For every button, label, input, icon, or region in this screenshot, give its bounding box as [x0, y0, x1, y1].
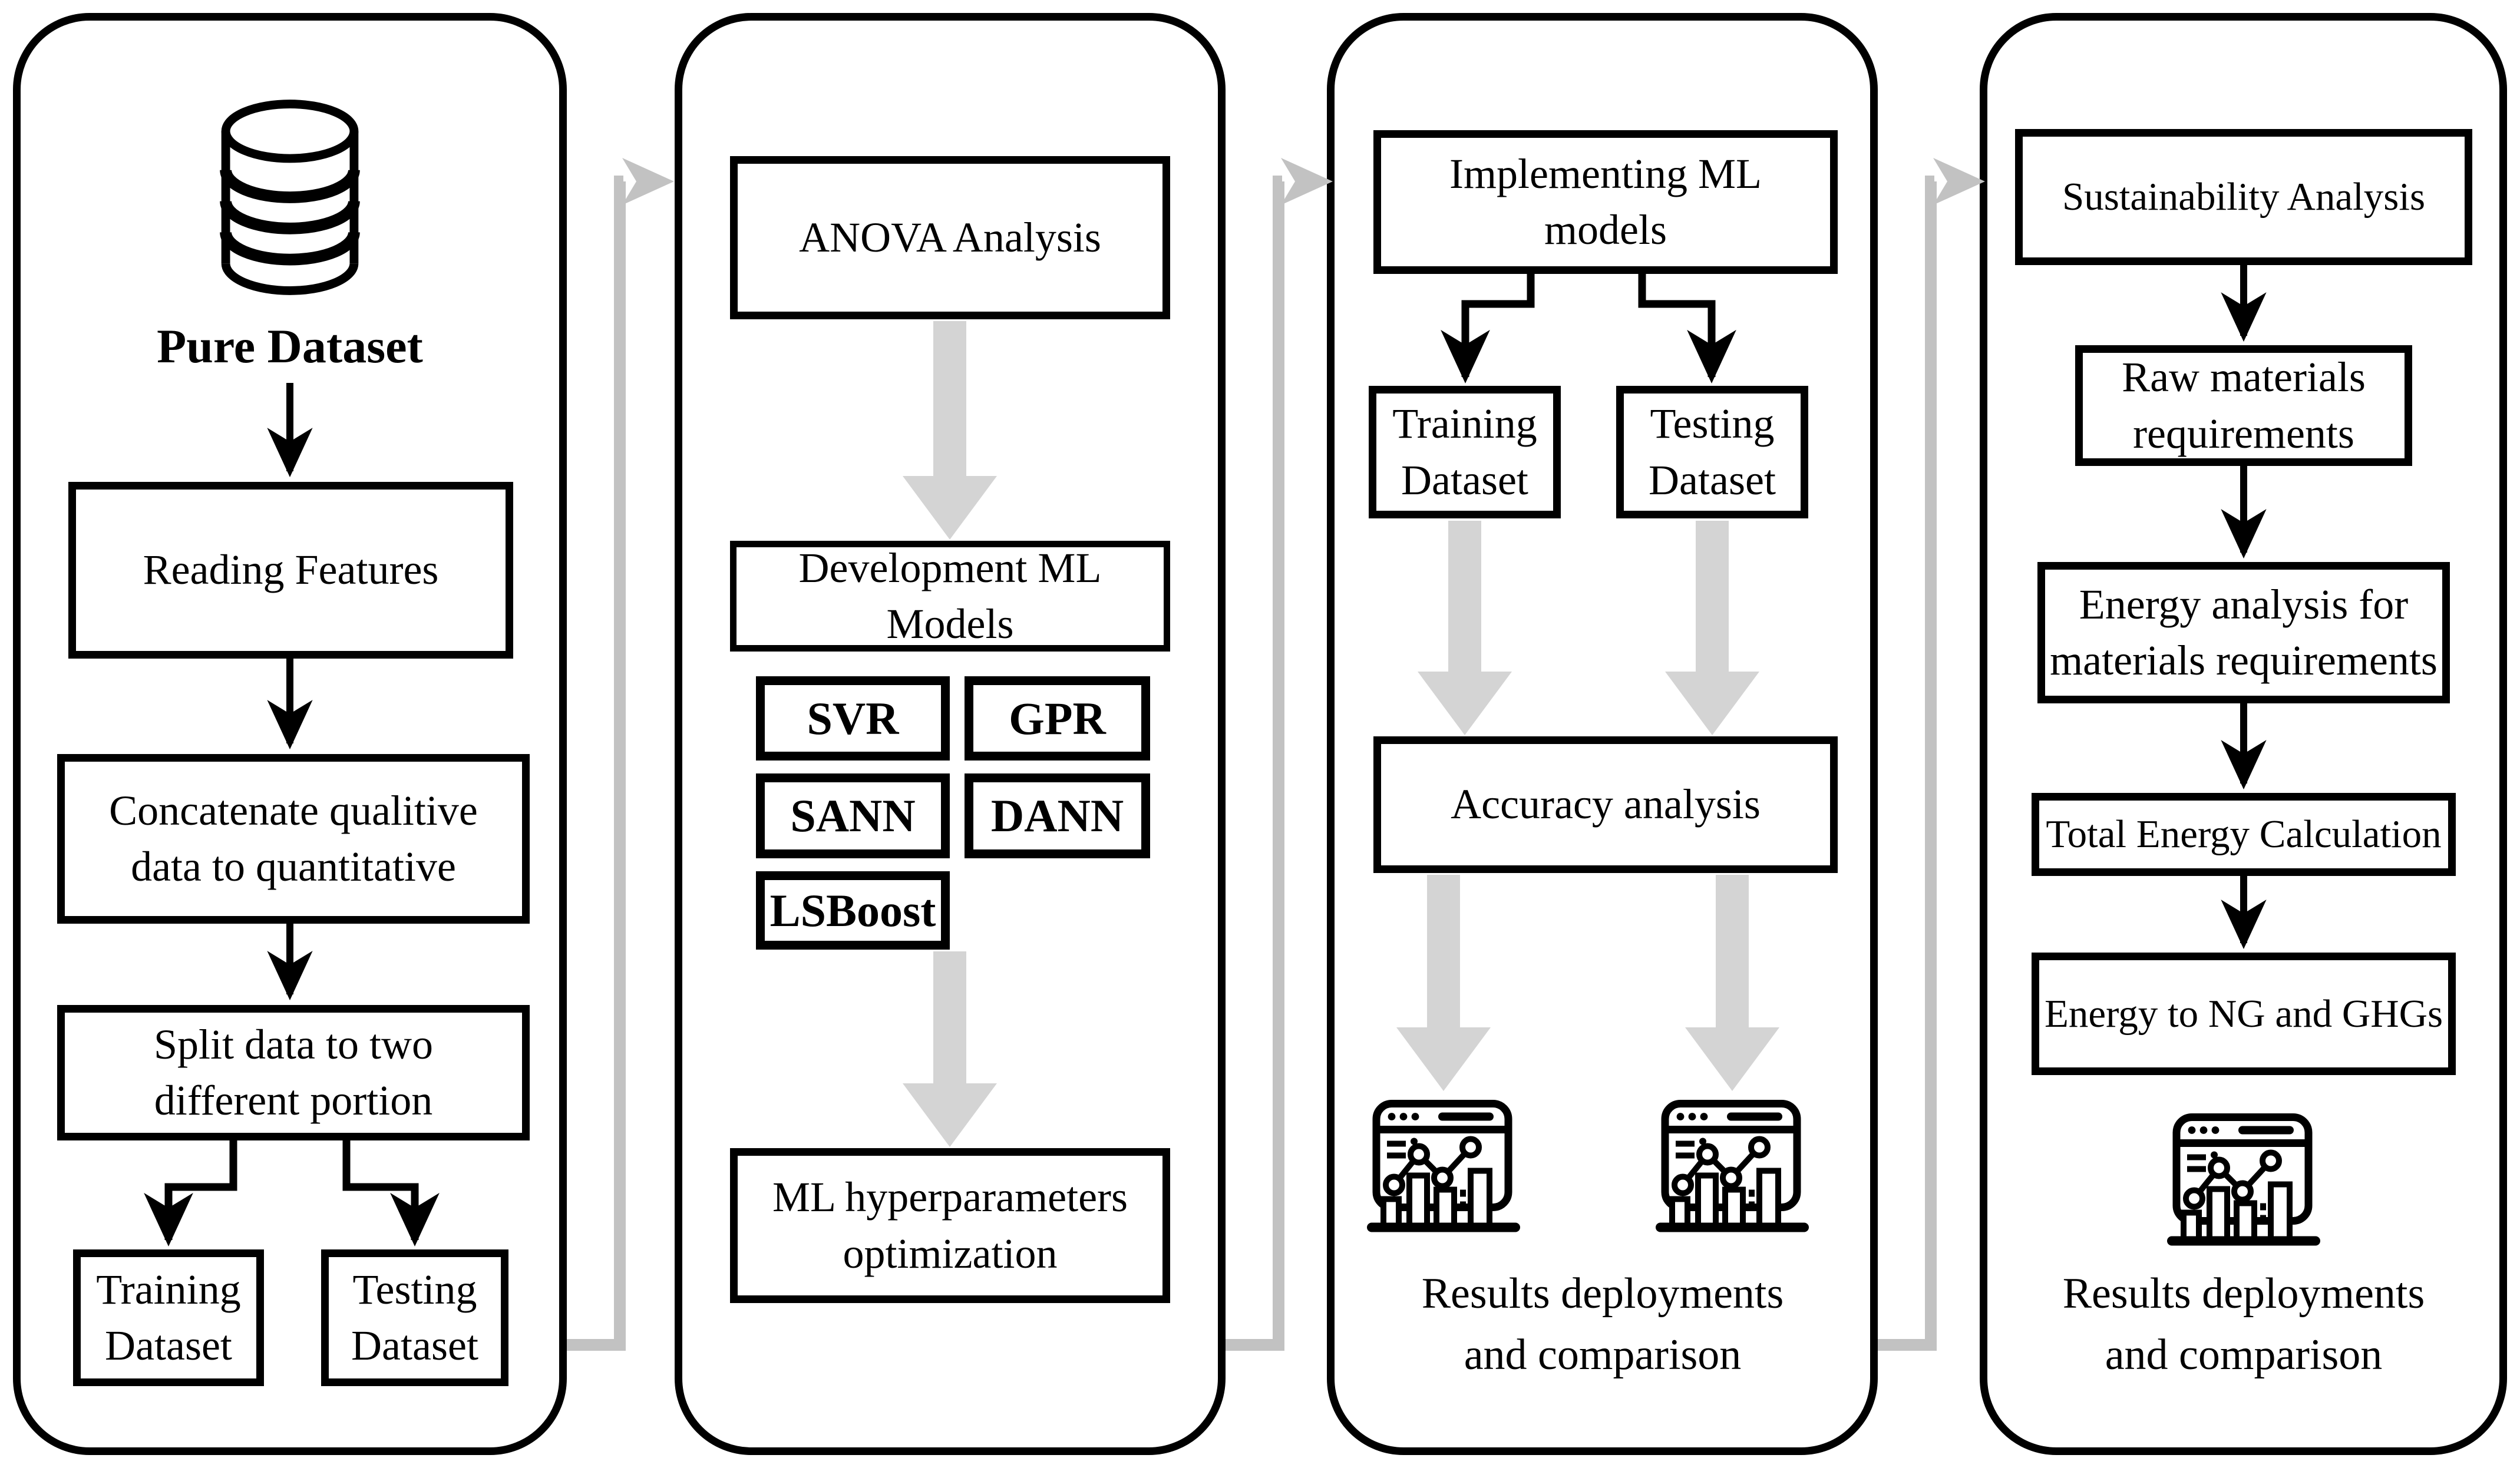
total-energy-box: Total Energy Calculation [2032, 793, 2456, 876]
training-dataset-box-2: Training Dataset [1369, 386, 1561, 518]
training-dataset-label-1: Training Dataset [96, 1265, 241, 1369]
model-sann-box: SANN [756, 773, 950, 858]
model-sann-label: SANN [790, 790, 916, 841]
development-models-label: Development ML Models [798, 544, 1102, 647]
energy-analysis-box: Energy analysis for materials requiremen… [2037, 562, 2450, 703]
accuracy-analysis-label: Accuracy analysis [1451, 781, 1761, 828]
connector-arrowhead-2 [1281, 158, 1333, 205]
energy-ng-label: Energy to NG and GHGs [2044, 991, 2443, 1036]
model-lsboost-label: LSBoost [769, 884, 936, 936]
model-svr-box: SVR [756, 676, 950, 761]
concatenate-label: Concatenate qualitive data to quantitati… [109, 786, 478, 890]
testing-dataset-box-2: Testing Dataset [1616, 386, 1808, 518]
results-caption-2: Results deployments and comparison [2008, 1264, 2479, 1399]
raw-materials-label: Raw materials requirements [2122, 353, 2366, 457]
pure-dataset-label: Pure Dataset [157, 319, 423, 373]
training-dataset-box-1: Training Dataset [73, 1249, 264, 1386]
connector-panel3-to-panel4 [1878, 176, 1937, 1351]
energy-analysis-label: Energy analysis for materials requiremen… [2050, 580, 2438, 684]
dashboard-chart-icon [2167, 1110, 2320, 1254]
model-lsboost-box: LSBoost [756, 871, 950, 950]
energy-ng-box: Energy to NG and GHGs [2032, 953, 2456, 1075]
database-icon [193, 88, 387, 306]
raw-materials-box: Raw materials requirements [2075, 345, 2412, 466]
split-data-box: Split data to two different portion [57, 1005, 530, 1140]
split-data-label: Split data to two different portion [154, 1020, 433, 1124]
connector-arrowhead-3 [1933, 158, 1985, 205]
total-energy-label: Total Energy Calculation [2046, 812, 2442, 857]
results-caption-1: Results deployments and comparison [1367, 1264, 1838, 1399]
connector-arrowhead-1 [622, 158, 674, 205]
implementing-models-label: Implementing ML models [1449, 150, 1762, 253]
optimization-label: ML hyperparameters optimization [772, 1173, 1128, 1277]
dashboard-chart-icon [1656, 1097, 1809, 1240]
reading-features-label: Reading Features [143, 546, 439, 594]
anova-label: ANOVA Analysis [799, 213, 1101, 261]
pure-dataset-title: Pure Dataset [84, 315, 496, 377]
model-gpr-box: GPR [965, 676, 1150, 761]
connector-panel1-to-panel2 [567, 176, 626, 1351]
development-models-box: Development ML Models [730, 541, 1170, 652]
training-dataset-label-2: Training Dataset [1392, 400, 1537, 504]
concatenate-box: Concatenate qualitive data to quantitati… [57, 754, 530, 924]
optimization-box: ML hyperparameters optimization [730, 1148, 1170, 1303]
accuracy-analysis-box: Accuracy analysis [1373, 736, 1838, 873]
results-caption-label-2: Results deployments and comparison [2062, 1269, 2425, 1379]
model-gpr-label: GPR [1009, 692, 1106, 744]
dashboard-chart-icon [1367, 1097, 1520, 1240]
connector-panel2-to-panel3 [1226, 176, 1284, 1351]
testing-dataset-label-1: Testing Dataset [351, 1265, 478, 1369]
sustainability-label: Sustainability Analysis [2062, 175, 2426, 219]
testing-dataset-box-1: Testing Dataset [321, 1249, 508, 1386]
model-svr-label: SVR [807, 692, 899, 744]
sustainability-box: Sustainability Analysis [2015, 129, 2472, 265]
reading-features-box: Reading Features [68, 482, 513, 659]
implementing-models-box: Implementing ML models [1373, 130, 1838, 274]
anova-box: ANOVA Analysis [730, 156, 1170, 319]
results-caption-label-1: Results deployments and comparison [1421, 1269, 1784, 1379]
testing-dataset-label-2: Testing Dataset [1649, 400, 1776, 504]
model-dann-box: DANN [965, 773, 1150, 858]
model-dann-label: DANN [990, 790, 1124, 841]
